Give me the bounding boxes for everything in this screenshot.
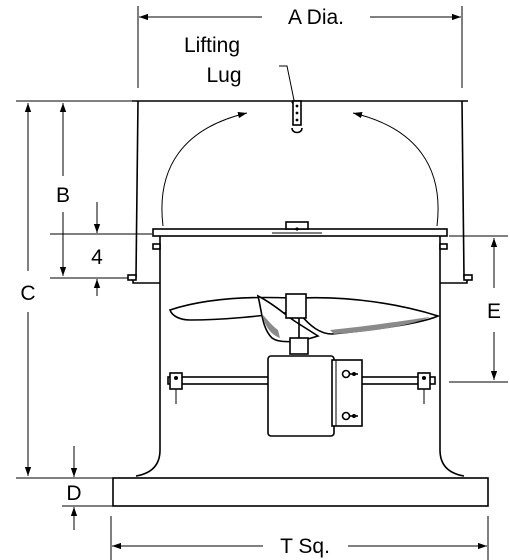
label-four: 4	[91, 246, 103, 269]
label-a-dia: A Dia.	[288, 6, 344, 29]
dimension-a-diameter: A Dia.	[137, 6, 463, 88]
fan-propeller	[168, 293, 441, 355]
hood	[132, 100, 468, 284]
dimension-t-square: T Sq.	[110, 516, 489, 560]
lifting-lug-callout: Lifting Lug	[184, 34, 298, 111]
base-curb	[112, 477, 489, 507]
fan-housing	[127, 236, 473, 477]
label-d: D	[66, 482, 81, 505]
dimension-e: E	[449, 235, 508, 383]
motor	[267, 355, 363, 437]
label-lifting: Lifting	[184, 34, 240, 57]
label-b: B	[56, 184, 70, 207]
lifting-lug	[291, 100, 303, 134]
label-e: E	[487, 300, 501, 323]
top-flange	[152, 221, 448, 244]
label-c: C	[20, 282, 35, 305]
label-t-sq: T Sq.	[280, 535, 330, 558]
dimension-left-group: C B 4 D	[16, 100, 152, 530]
label-lug: Lug	[206, 64, 241, 87]
